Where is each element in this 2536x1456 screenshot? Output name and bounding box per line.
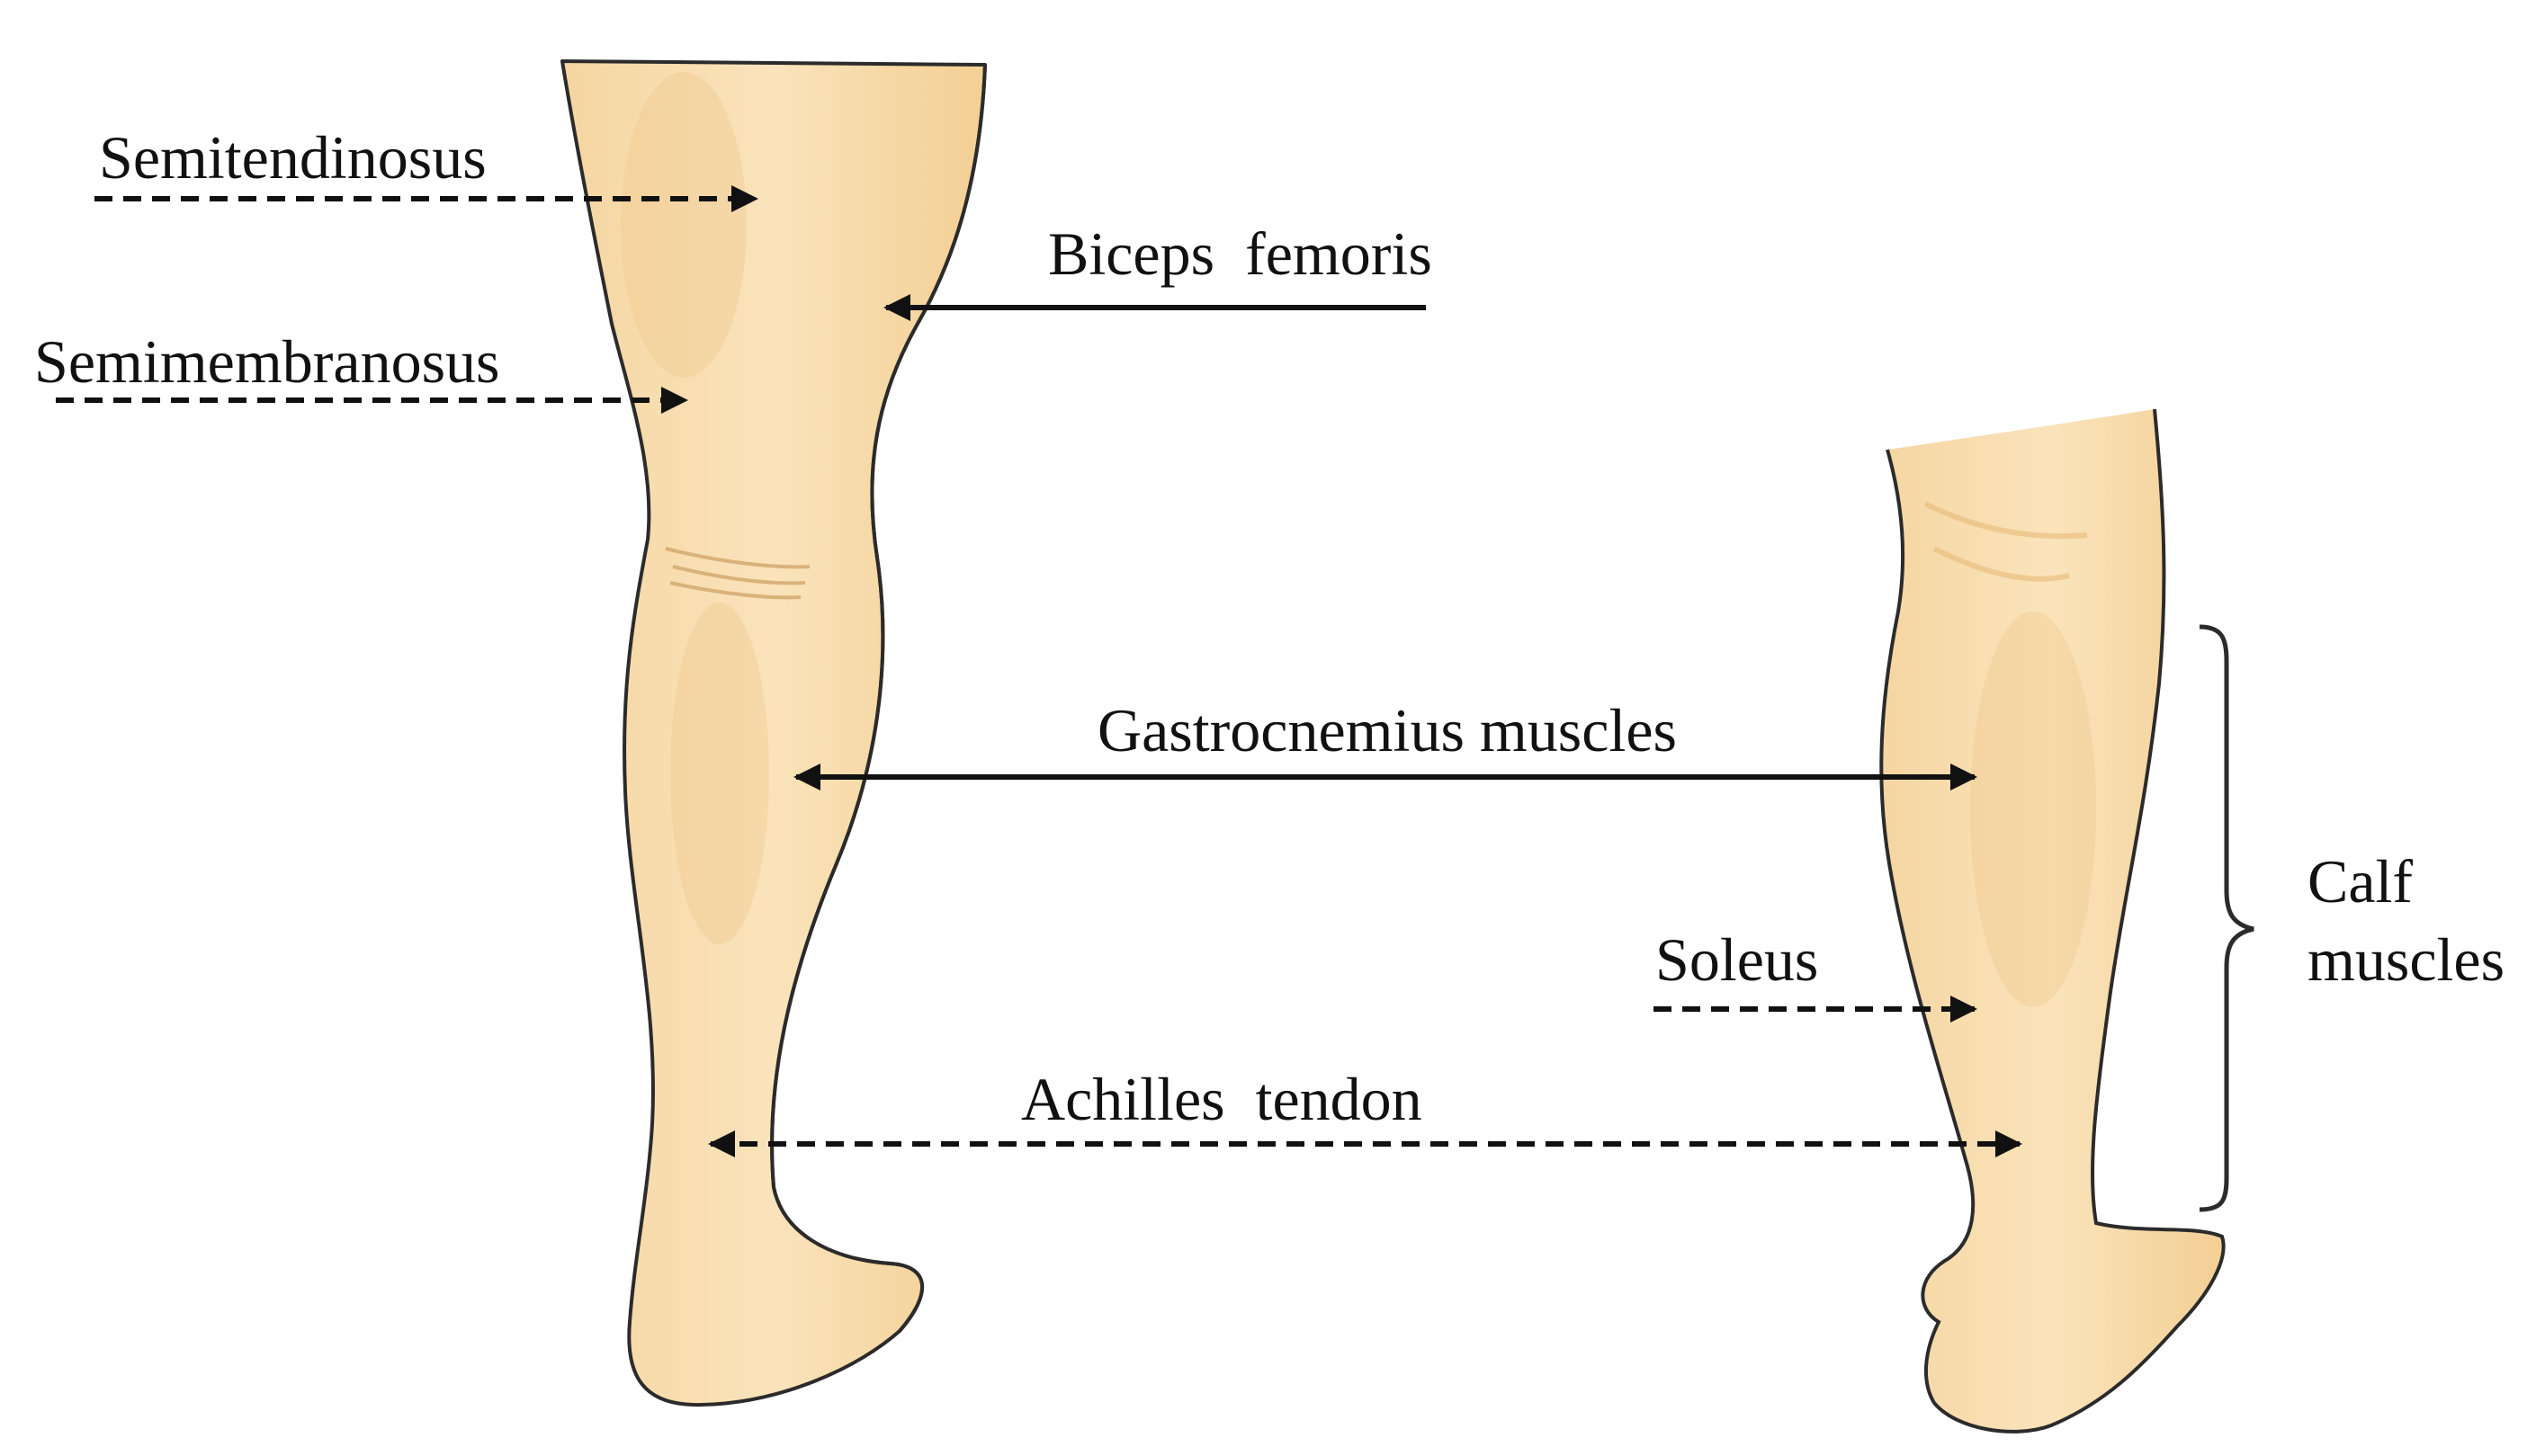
right-leg-illustration: [1879, 408, 2226, 1434]
semimembranosus-label: Semimembranosus: [34, 327, 500, 396]
soleus-label: Soleus: [1655, 925, 1818, 994]
left-leg-knee-crease: [665, 547, 811, 600]
achilles-tendon-label: Achilles tendon: [1021, 1065, 1422, 1133]
biceps-femoris-label: Biceps femoris: [1048, 219, 1432, 288]
right-leg-knee-shade: [1923, 501, 2088, 582]
semitendinosus-label: Semitendinosus: [99, 123, 487, 192]
left-calf-shade: [670, 603, 769, 944]
right-leg-outline: [1879, 408, 2226, 1434]
left-leg-illustration: [560, 59, 987, 1407]
left-leg-outline-right: [770, 64, 987, 1333]
gastrocnemius-label: Gastrocnemius muscles: [1098, 696, 1677, 764]
muscles-label: muscles: [2307, 925, 2505, 994]
calf-muscles-brace: [2199, 624, 2254, 1212]
right-calf-shade: [1970, 612, 2096, 1007]
calf-label: Calf: [2307, 847, 2413, 916]
left-thigh-shade: [621, 72, 747, 378]
right-leg-shape: [1881, 409, 2224, 1432]
